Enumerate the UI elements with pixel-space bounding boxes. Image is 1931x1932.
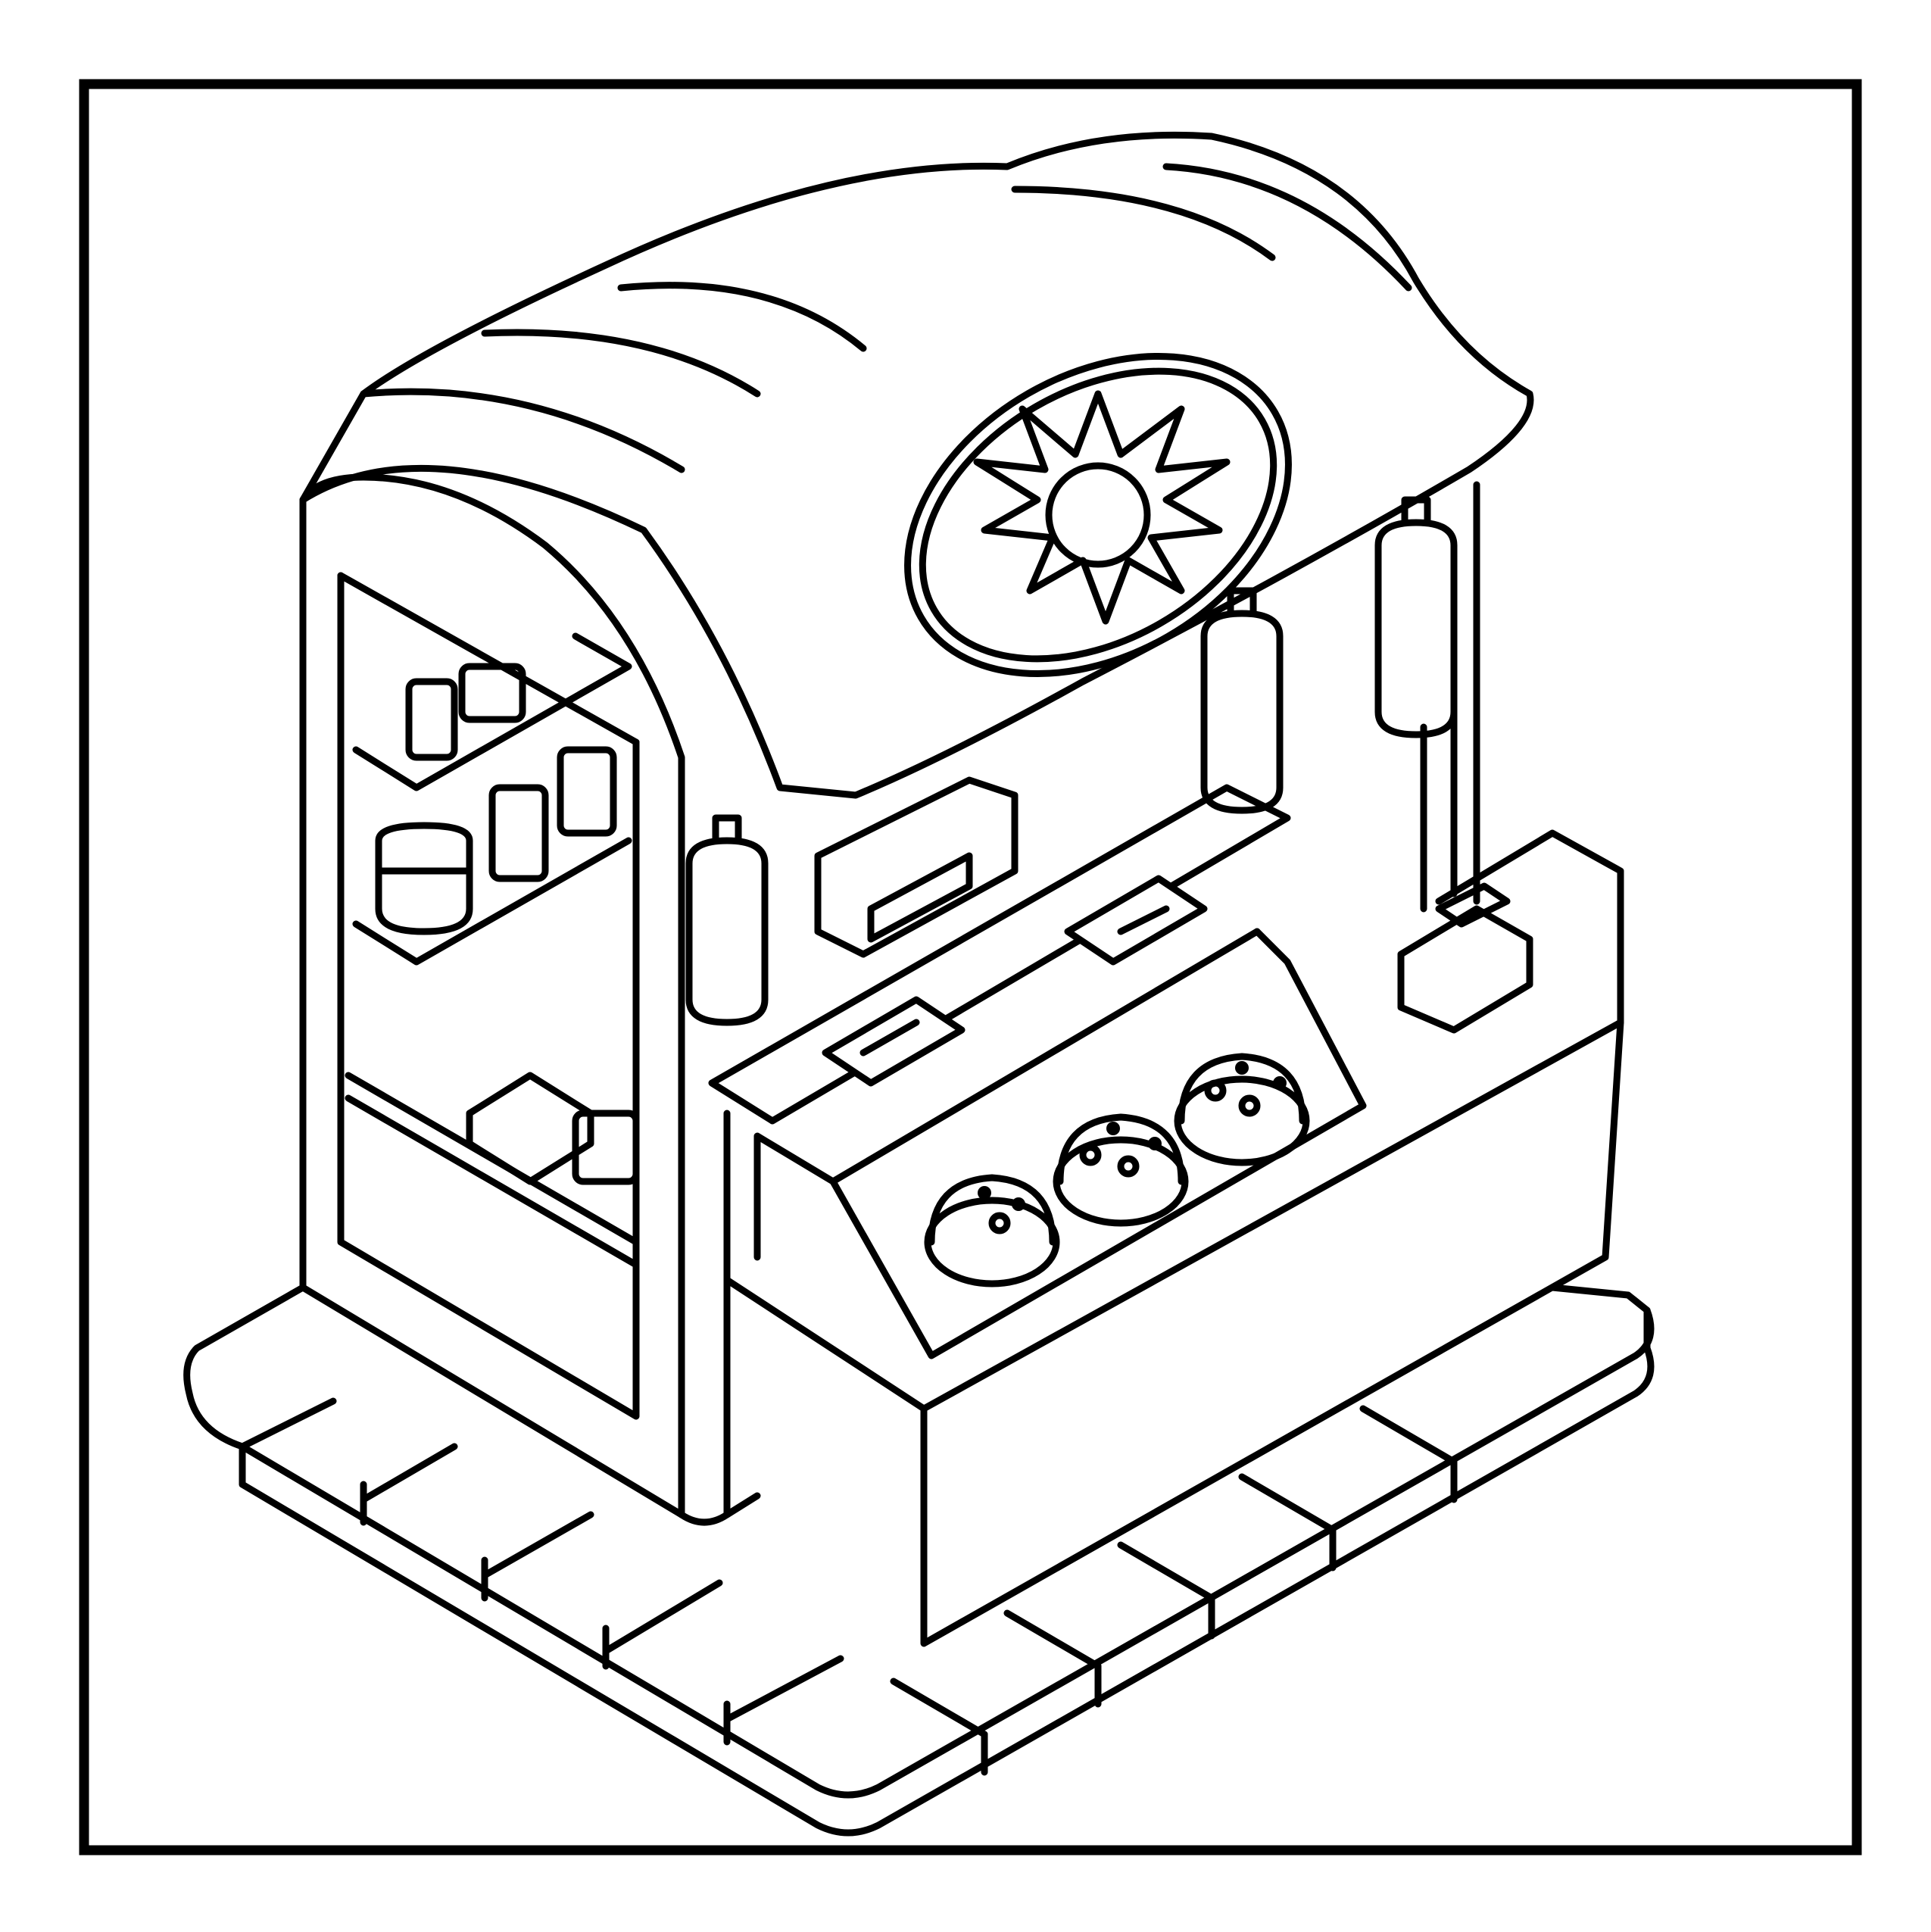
bakery-counter <box>678 784 1624 1647</box>
page-frame <box>79 79 1862 1856</box>
cup-icon <box>405 663 640 1185</box>
base-tile-lines <box>239 1397 1458 1776</box>
tiled-base-platform <box>183 1284 1655 1837</box>
glass-display-case <box>753 928 1367 1359</box>
muffin-icon <box>924 1053 1310 1287</box>
cash-register-icon <box>814 776 1533 1087</box>
kiosk-pillar <box>1420 481 1480 913</box>
sun-sign-icon <box>904 352 1292 678</box>
left-display-cabinet <box>299 473 685 1518</box>
kiosk-awning-roof <box>299 131 1534 799</box>
cabinet-shelves <box>345 632 640 1269</box>
jar-icon <box>375 822 473 935</box>
